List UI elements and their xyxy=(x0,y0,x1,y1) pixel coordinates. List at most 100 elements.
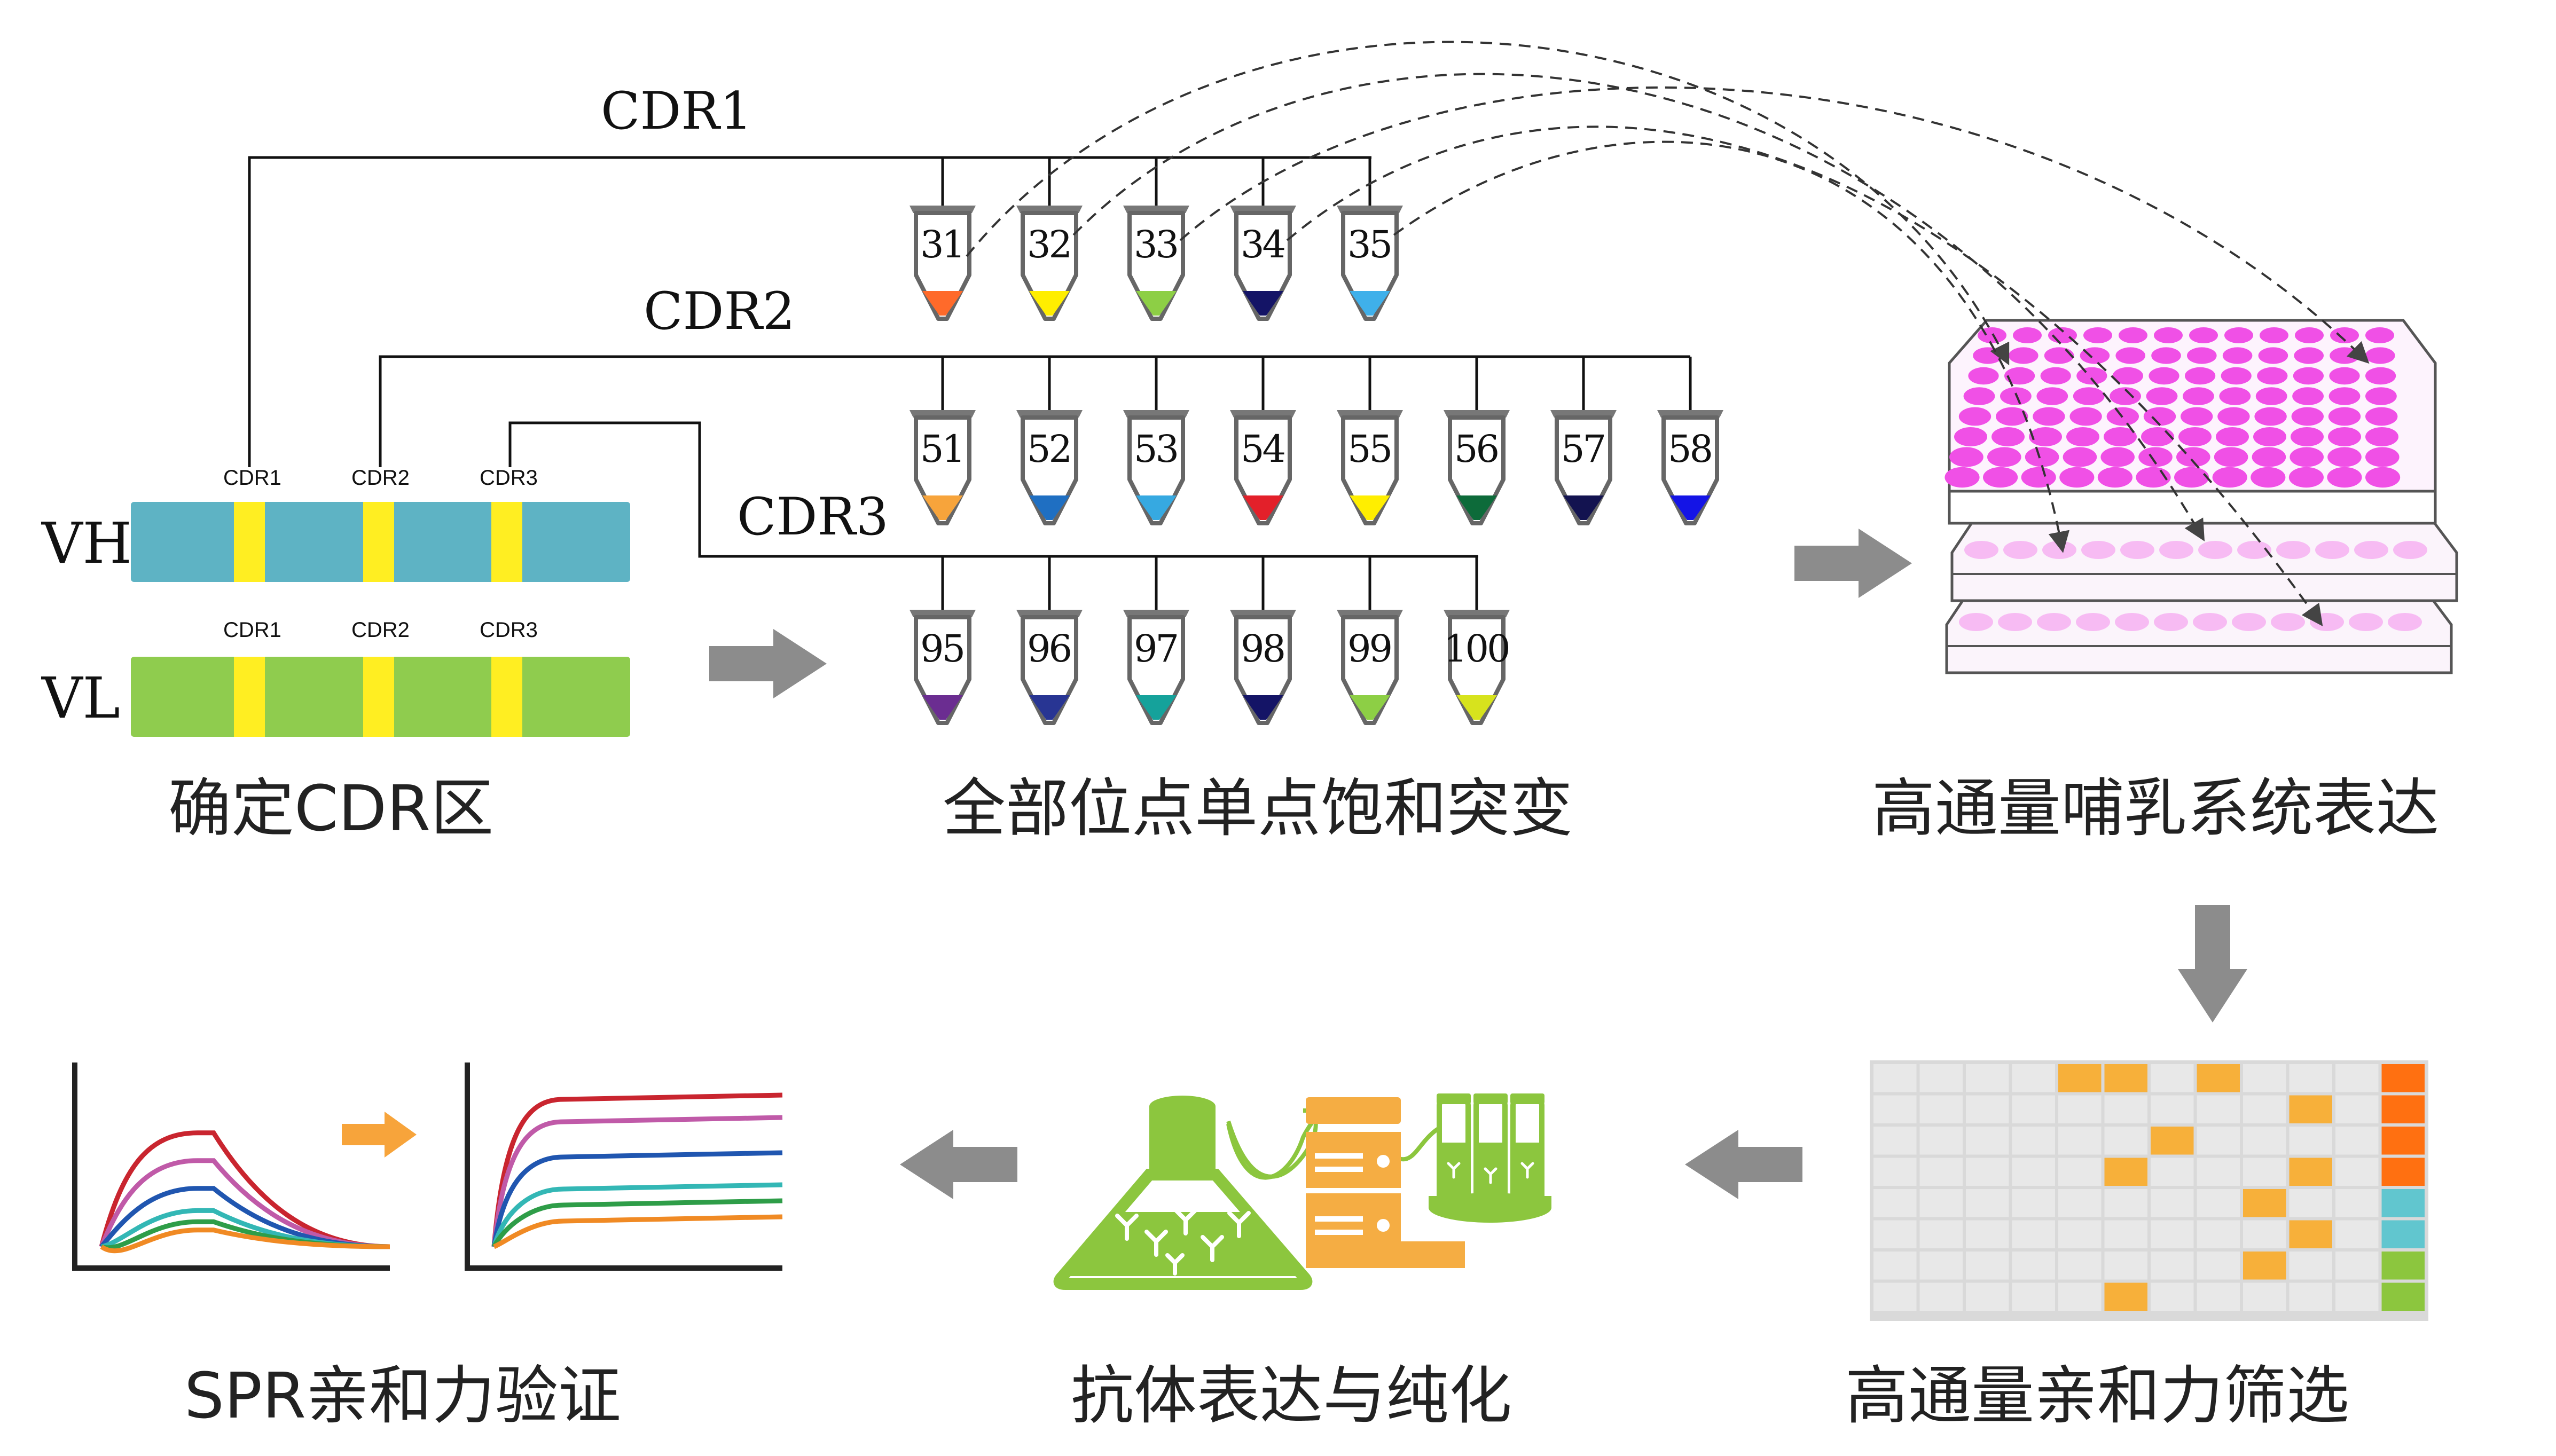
tube-label-33: 33 xyxy=(1134,223,1179,266)
spr2-curve-3 xyxy=(491,1150,783,1247)
well-plate-top xyxy=(1945,319,2437,525)
heatmap-cell xyxy=(1873,1252,1917,1280)
heatmap-cell xyxy=(1873,1220,1917,1248)
heatmap-cell xyxy=(2289,1189,2332,1217)
tube-label-97: 97 xyxy=(1134,627,1179,671)
tube-label-98: 98 xyxy=(1241,627,1286,671)
arrow-left-2 xyxy=(900,1130,1017,1199)
heatmap-cell xyxy=(1919,1127,1963,1155)
heatmap-cell xyxy=(2058,1127,2102,1155)
tube-51 xyxy=(910,410,976,525)
tube-56 xyxy=(1444,410,1510,525)
tube-label-96: 96 xyxy=(1027,627,1072,671)
heatmap-cell xyxy=(2012,1158,2055,1186)
step-spr-validation: SPR亲和力验证 xyxy=(184,1359,622,1433)
heatmap-cell xyxy=(1966,1189,2009,1217)
heatmap-cell xyxy=(2335,1220,2379,1248)
tube-label-55: 55 xyxy=(1347,427,1393,471)
heatmap-cell xyxy=(2151,1220,2194,1248)
heatmap-cell xyxy=(2197,1282,2240,1311)
heatmap-cell xyxy=(2335,1127,2379,1155)
chromatography-instrument-icon xyxy=(1306,1097,1465,1268)
heatmap-cell xyxy=(2058,1095,2102,1123)
heatmap-cell xyxy=(1919,1252,1963,1280)
spr-transition-arrow xyxy=(342,1112,417,1158)
heatmap-cell xyxy=(2012,1064,2055,1092)
heatmap-cell xyxy=(1966,1282,2009,1311)
tube-100 xyxy=(1444,610,1510,725)
heatmap-cell xyxy=(2012,1189,2055,1217)
heatmap-cell xyxy=(1873,1189,1917,1217)
heatmap-cell xyxy=(2289,1158,2332,1186)
heatmap-cell xyxy=(2197,1220,2240,1248)
heatmap-cell xyxy=(2289,1064,2332,1092)
tube-label-53: 53 xyxy=(1134,427,1179,471)
heatmap-cell xyxy=(2151,1095,2194,1123)
heatmap-cell xyxy=(2289,1127,2332,1155)
tube-label-51: 51 xyxy=(920,427,966,471)
heatmap-cell xyxy=(2335,1064,2379,1092)
vl-cdr2-label: CDR2 xyxy=(351,618,410,642)
step-mammalian-expression: 高通量哺乳系统表达 xyxy=(1872,772,2440,845)
heatmap-cell xyxy=(2197,1158,2240,1186)
tube-99 xyxy=(1337,610,1403,725)
heatmap-cell xyxy=(2012,1220,2055,1248)
tube-34 xyxy=(1230,206,1296,321)
heatmap-cell xyxy=(2381,1189,2425,1217)
heatmap-cell xyxy=(2289,1282,2332,1311)
cdr3-bracket-label: CDR3 xyxy=(737,487,889,547)
heatmap-cell xyxy=(2104,1252,2147,1280)
heatmap-cell xyxy=(2151,1158,2194,1186)
heatmap-cell xyxy=(1966,1064,2009,1092)
tube-96 xyxy=(1016,610,1083,725)
spr1-curve-2 xyxy=(99,1158,390,1249)
tube-32 xyxy=(1016,206,1083,321)
vh-cdr1-label: CDR1 xyxy=(223,466,281,490)
culture-flask-icon xyxy=(1053,1096,1313,1290)
heatmap-cell xyxy=(1966,1220,2009,1248)
heatmap-cell xyxy=(2012,1095,2055,1123)
heatmap-cell xyxy=(1873,1282,1917,1311)
heatmap-cell xyxy=(2335,1282,2379,1311)
heatmap-cell xyxy=(1873,1095,1917,1123)
arrow-down xyxy=(2178,905,2247,1022)
vh-cdr2-label: CDR2 xyxy=(351,466,410,490)
heatmap-cell xyxy=(1966,1158,2009,1186)
cdr-bracket-lines xyxy=(248,156,1690,558)
heatmap-cell xyxy=(2012,1127,2055,1155)
arrow-right-1 xyxy=(709,629,827,698)
well-plate-stack xyxy=(1945,319,2458,674)
affinity-heatmap xyxy=(1870,1060,2428,1321)
heatmap-cell xyxy=(2289,1095,2332,1123)
heatmap-cell xyxy=(1873,1127,1917,1155)
heatmap-cell xyxy=(2151,1189,2194,1217)
tube-57 xyxy=(1550,410,1617,525)
heatmap-cell xyxy=(2243,1282,2286,1311)
heatmap-cell xyxy=(2104,1127,2147,1155)
spr-steady-state-plot xyxy=(465,1063,783,1271)
heatmap-cell xyxy=(2289,1220,2332,1248)
heatmap-cell xyxy=(2381,1064,2425,1092)
heatmap-cell xyxy=(1966,1252,2009,1280)
heatmap-cell xyxy=(1919,1095,1963,1123)
heatmap-cell xyxy=(2381,1282,2425,1311)
heatmap-cell xyxy=(2058,1282,2102,1311)
tube-label-52: 52 xyxy=(1027,427,1072,471)
tube-54 xyxy=(1230,410,1296,525)
heatmap-cell xyxy=(1919,1064,1963,1092)
tube-58 xyxy=(1657,410,1723,525)
expression-purification-illustration xyxy=(1053,1093,1551,1290)
spr2-curve-2 xyxy=(491,1115,783,1247)
heatmap-cell xyxy=(1919,1158,1963,1186)
arrow-right-2 xyxy=(1794,529,1912,598)
heatmap-cell xyxy=(2197,1252,2240,1280)
heatmap-cell xyxy=(2335,1252,2379,1280)
heatmap-cell xyxy=(2058,1189,2102,1217)
heatmap-cell xyxy=(2104,1158,2147,1186)
step-affinity-screening: 高通量亲和力筛选 xyxy=(1845,1359,2350,1433)
heatmap-cell xyxy=(1919,1189,1963,1217)
tube-label-35: 35 xyxy=(1347,223,1393,266)
well-plate-2 xyxy=(1950,519,2458,602)
heatmap-cell xyxy=(2381,1158,2425,1186)
